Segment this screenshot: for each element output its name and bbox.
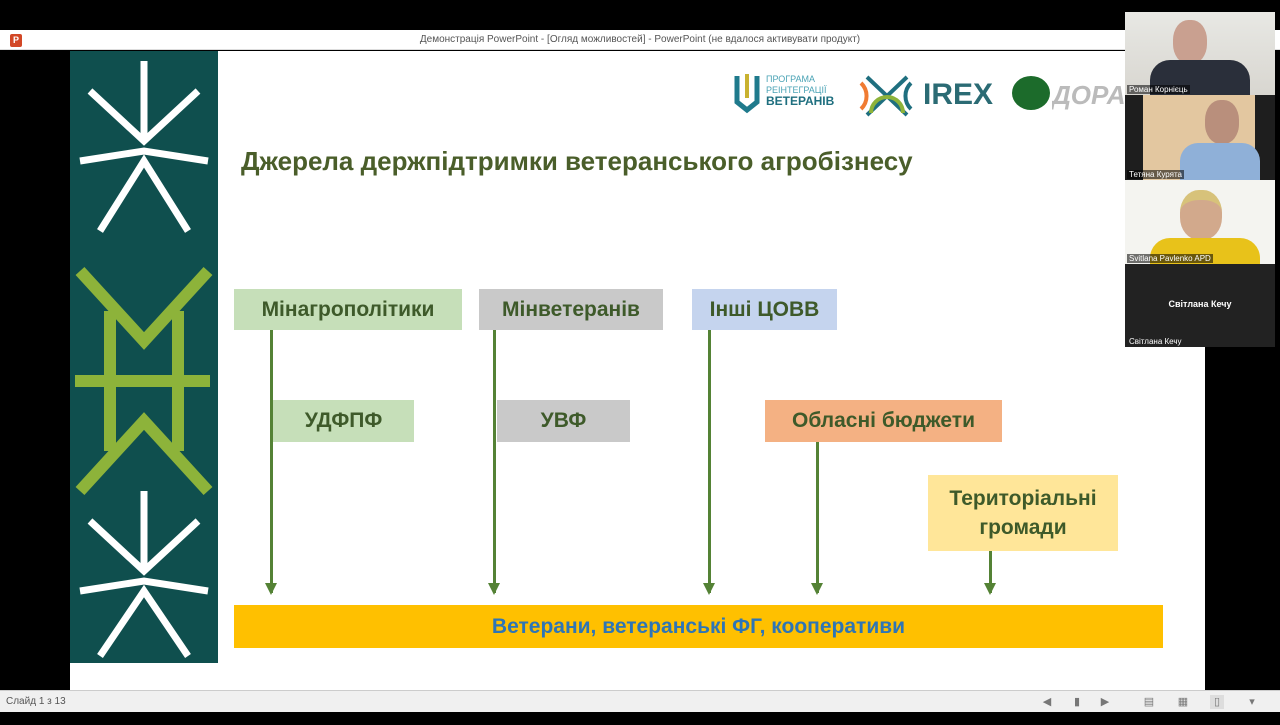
box-uvf: УВФ xyxy=(497,400,630,442)
dora-logo-icon xyxy=(1012,76,1050,110)
powerpoint-icon: P xyxy=(10,34,22,47)
video-tile[interactable]: Svitlana Pavlenko APD xyxy=(1125,180,1275,264)
slide-title: Джерела держпідтримки ветеранського агро… xyxy=(241,146,913,176)
target-box: Ветерани, ветеранські ФГ, кооперативи xyxy=(234,605,1163,648)
previous-slide-icon[interactable]: ◀ xyxy=(1042,696,1052,708)
reading-view-icon[interactable]: ▯ xyxy=(1210,695,1224,709)
window-title: Демонстрація PowerPoint - [Огляд можливо… xyxy=(419,34,861,45)
dora-logo-text: ДОРА xyxy=(1052,80,1125,110)
slide-menu-icon[interactable]: ▮ xyxy=(1073,696,1081,708)
slideshow-icon[interactable]: ▾ xyxy=(1249,696,1255,708)
participant-name: Тетяна Курята xyxy=(1127,170,1184,179)
video-tile[interactable]: Роман Корнієць xyxy=(1125,12,1275,95)
video-tile[interactable]: Тетяна Курята xyxy=(1125,95,1275,180)
participant-name: Світлана Кечу xyxy=(1129,337,1182,346)
arrow-minagro xyxy=(265,330,277,595)
slide-counter: Слайд 1 з 13 xyxy=(6,696,66,707)
box-minagro: Мінагрополітики xyxy=(234,289,462,330)
slide xyxy=(70,51,1205,690)
irex-logo-icon xyxy=(857,73,915,124)
status-bar: Слайд 1 з 13 ◀ ▮ ▶ ▤ ▦ ▯ ▾ xyxy=(0,690,1280,712)
box-udfpf: УДФПФ xyxy=(273,400,414,442)
arrow-minveteraniv xyxy=(488,330,500,595)
participant-name: Роман Корнієць xyxy=(1127,85,1190,94)
video-tile[interactable]: Світлана Кечу Світлана Кечу xyxy=(1125,264,1275,347)
arrow-regional xyxy=(811,442,823,595)
veterans-program-logo-icon xyxy=(733,72,761,114)
window-title-bar: Демонстрація PowerPoint - [Огляд можливо… xyxy=(0,30,1280,50)
box-minveteraniv: Мінветеранів xyxy=(479,289,663,330)
arrow-territorial xyxy=(984,551,996,595)
decorative-pattern xyxy=(70,51,218,663)
irex-logo-text: IREX xyxy=(923,78,994,111)
participant-name: Svitlana Pavlenko APD xyxy=(1127,254,1213,263)
arrow-other-cov xyxy=(703,330,715,595)
territorial-line1: Територіальні xyxy=(949,486,1097,510)
box-other-cov: Інші ЦОВВ xyxy=(692,289,837,330)
box-regional-budgets: Обласні бюджети xyxy=(765,400,1002,442)
next-slide-icon[interactable]: ▶ xyxy=(1100,696,1110,708)
territorial-line2: громади xyxy=(979,516,1067,539)
video-call-panel: Роман Корнієць Тетяна Курята Svitlana Pa… xyxy=(1125,12,1275,347)
box-territorial-communities: Територіальні громади xyxy=(928,475,1118,551)
slide-sorter-icon[interactable]: ▦ xyxy=(1177,696,1189,708)
normal-view-icon[interactable]: ▤ xyxy=(1143,696,1155,708)
active-speaker-name: Світлана Кечу xyxy=(1168,299,1232,309)
